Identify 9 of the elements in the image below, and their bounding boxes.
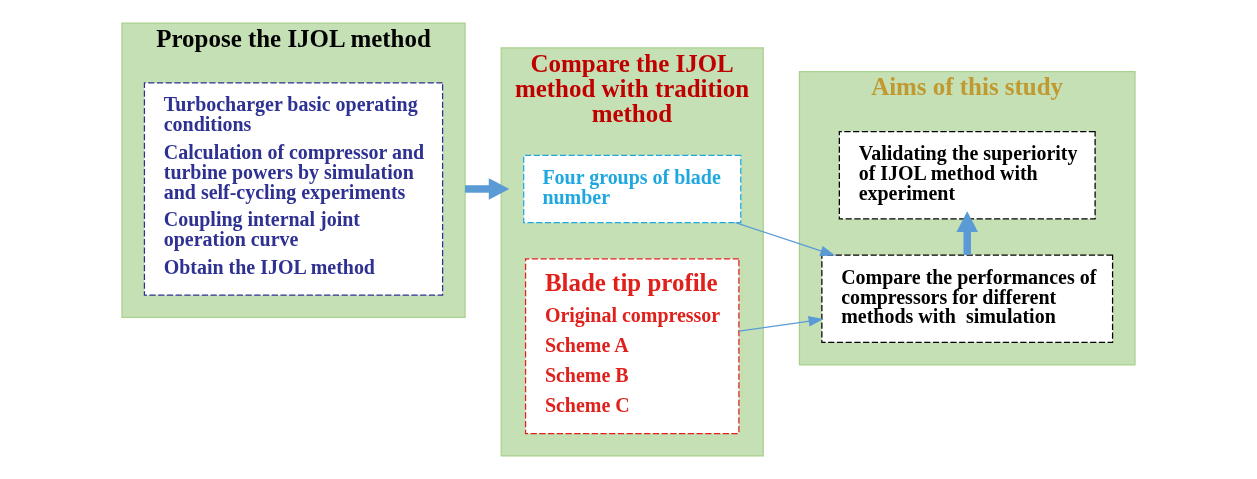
arrow xyxy=(734,222,836,256)
arrow xyxy=(738,316,824,332)
node-box: Compare the performances of compressors for different methods with simulation xyxy=(821,254,1114,344)
node-box: Turbocharger basic operating conditions Calculation of compressor and turbine powers by simulation and self-cycling experiments Coupling internal joint operation curve Obtain the IJOL method xyxy=(143,82,444,296)
node-box: Validating the superiority of IJOL method with experiment xyxy=(838,130,1096,220)
node-box: Four groups of blade number xyxy=(523,154,742,224)
arrow xyxy=(465,178,510,200)
node-box: Blade tip profile Original compressor Scheme A Scheme B Scheme C xyxy=(524,258,740,435)
arrow xyxy=(956,211,979,255)
